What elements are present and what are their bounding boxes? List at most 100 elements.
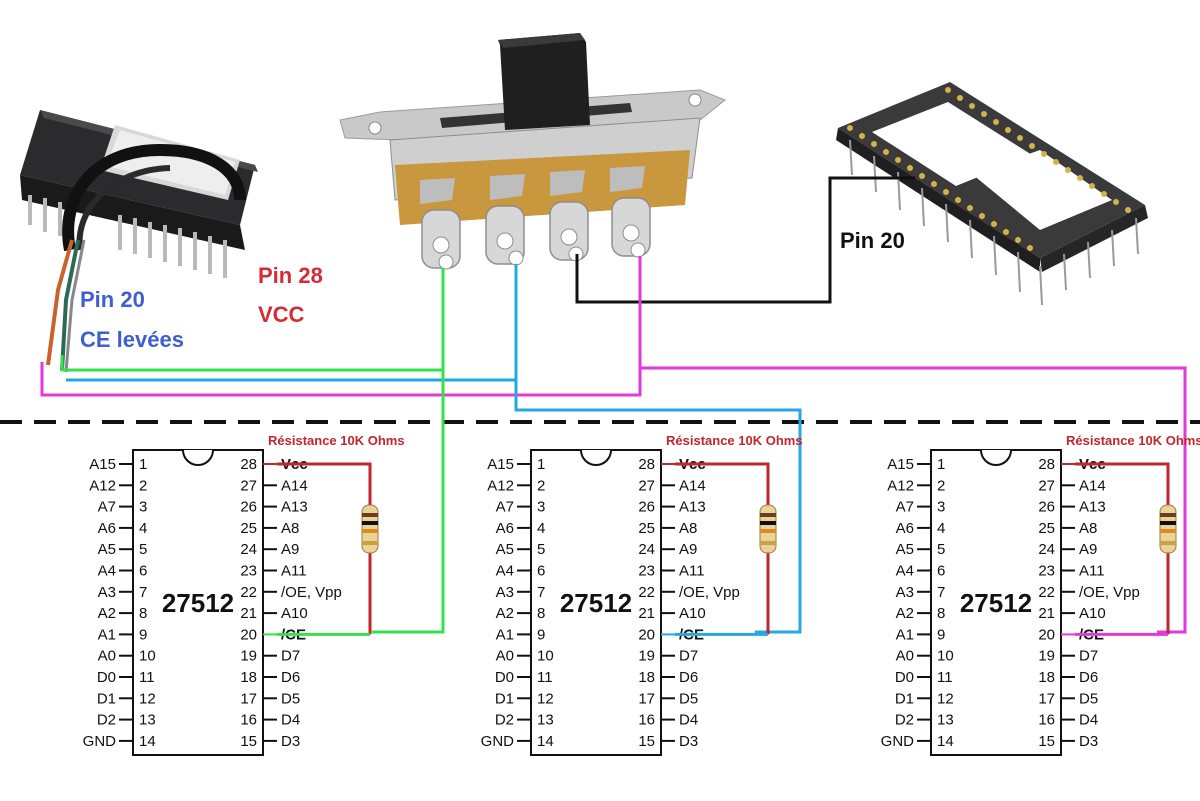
pin-number-left: 6 [537,563,545,580]
pin-name-right: D3 [679,733,698,750]
resistor-band [1160,513,1176,517]
chip-name: 27512 [560,588,632,618]
pin-name-right: D6 [679,669,698,686]
pin-name-right: D7 [679,648,698,665]
socket-pin20-label: Pin 20 [840,228,905,253]
pin-number-right: 19 [1038,648,1055,665]
pin-name-left: GND [481,733,515,750]
pin-number-right: 27 [638,477,655,494]
pin-name-right: A13 [679,499,706,516]
pin-number-left: 12 [937,690,954,707]
pin-name-left: A2 [98,605,116,622]
pin-number-left: 13 [537,712,554,729]
eprom-chip-photo [20,110,258,373]
pin-name-left: A6 [496,520,514,537]
pin-name-left: A4 [496,563,514,580]
pin-name-left: D0 [495,669,514,686]
pin-name-left: A0 [496,648,514,665]
pin-number-left: 14 [139,733,156,750]
pin-number-right: 17 [638,690,655,707]
pin-number-right: 27 [240,477,257,494]
pin-number-left: 6 [937,563,945,580]
pin-number-left: 1 [139,456,147,473]
pin-number-left: 3 [937,499,945,516]
pin-number-left: 7 [537,584,545,601]
photo-area: Pin 20 CE levées Pin 28 VCC Pin 20 [20,33,1148,397]
pin-number-left: 8 [139,605,147,622]
pin-number-left: 7 [937,584,945,601]
chip-body [930,449,1062,756]
pin-name-left: A7 [496,499,514,516]
pin-number-left: 6 [139,563,147,580]
vcc-wire [1075,462,1170,505]
pin-name-left: D1 [495,690,514,707]
pin-number-right: 20 [1038,626,1055,643]
pin-name-right: D3 [281,733,300,750]
slide-switch-photo [339,33,726,270]
pin-name-right: A8 [281,520,299,537]
pin-name-right: D5 [679,690,698,707]
pin-name-left: A7 [896,499,914,516]
pin-name-right: D5 [281,690,300,707]
eprom-ce-label: CE levées [80,327,184,352]
pin-number-left: 11 [937,669,953,686]
pin-number-left: 9 [937,626,945,643]
pin-name-left: A5 [496,541,514,558]
pin-name-right: A10 [679,605,706,622]
pin-name-right: D7 [281,648,300,665]
pin-number-right: 25 [1038,520,1055,537]
pin-number-right: 23 [1038,563,1055,580]
pin-number-right: 17 [240,690,257,707]
pin-number-right: 20 [638,626,655,643]
eprom-pin28-label: Pin 28 [258,263,323,288]
pin-name-left: A12 [89,477,116,494]
chip-body [530,449,662,756]
vcc-wire [675,462,770,505]
pin-name-left: A1 [896,626,914,643]
pin-name-left: A15 [487,456,514,473]
pin-number-right: 23 [240,563,257,580]
pin-name-right: A8 [1079,520,1097,537]
pin-name-left: A15 [89,456,116,473]
pin-name-left: A5 [896,541,914,558]
chip-name: 27512 [162,588,234,618]
pin-name-right: D4 [281,712,300,729]
pin-name-left: A3 [496,584,514,601]
pin-number-left: 11 [537,669,553,686]
pin-number-right: 24 [1038,541,1055,558]
resistor-band [1160,529,1176,533]
pin-name-left: A1 [496,626,514,643]
pin-name-right: A8 [679,520,697,537]
pin-number-left: 4 [937,520,945,537]
pin-name-right: /OE, Vpp [281,584,342,601]
pin-number-left: 3 [537,499,545,516]
pin-name-right: D6 [281,669,300,686]
pin-name-right: D5 [1079,690,1098,707]
pin-name-right: A14 [679,477,706,494]
pin-name-left: A6 [98,520,116,537]
pin-number-left: 12 [537,690,554,707]
pin-name-left: GND [83,733,117,750]
pin-name-right: A10 [281,605,308,622]
pin-name-left: A6 [896,520,914,537]
resistor-band [362,513,378,517]
pin-number-right: 21 [240,605,257,622]
resistor-band [760,513,776,517]
pin-number-left: 10 [537,648,554,665]
resistor-label: Résistance 10K Ohms [666,433,803,448]
pin-name-left: D2 [495,712,514,729]
pin-name-right: D4 [679,712,698,729]
pin-name-left: A2 [496,605,514,622]
pin-number-right: 16 [240,712,257,729]
pin-number-right: 18 [240,669,257,686]
pin-name-right: /OE, Vpp [1079,584,1140,601]
resistor-band [1160,541,1176,545]
pin-name-left: D0 [895,669,914,686]
interconnect-wires [372,366,1187,634]
chip-notch [182,449,214,466]
pin-name-right: D3 [1079,733,1098,750]
pin-name-right: A9 [679,541,697,558]
